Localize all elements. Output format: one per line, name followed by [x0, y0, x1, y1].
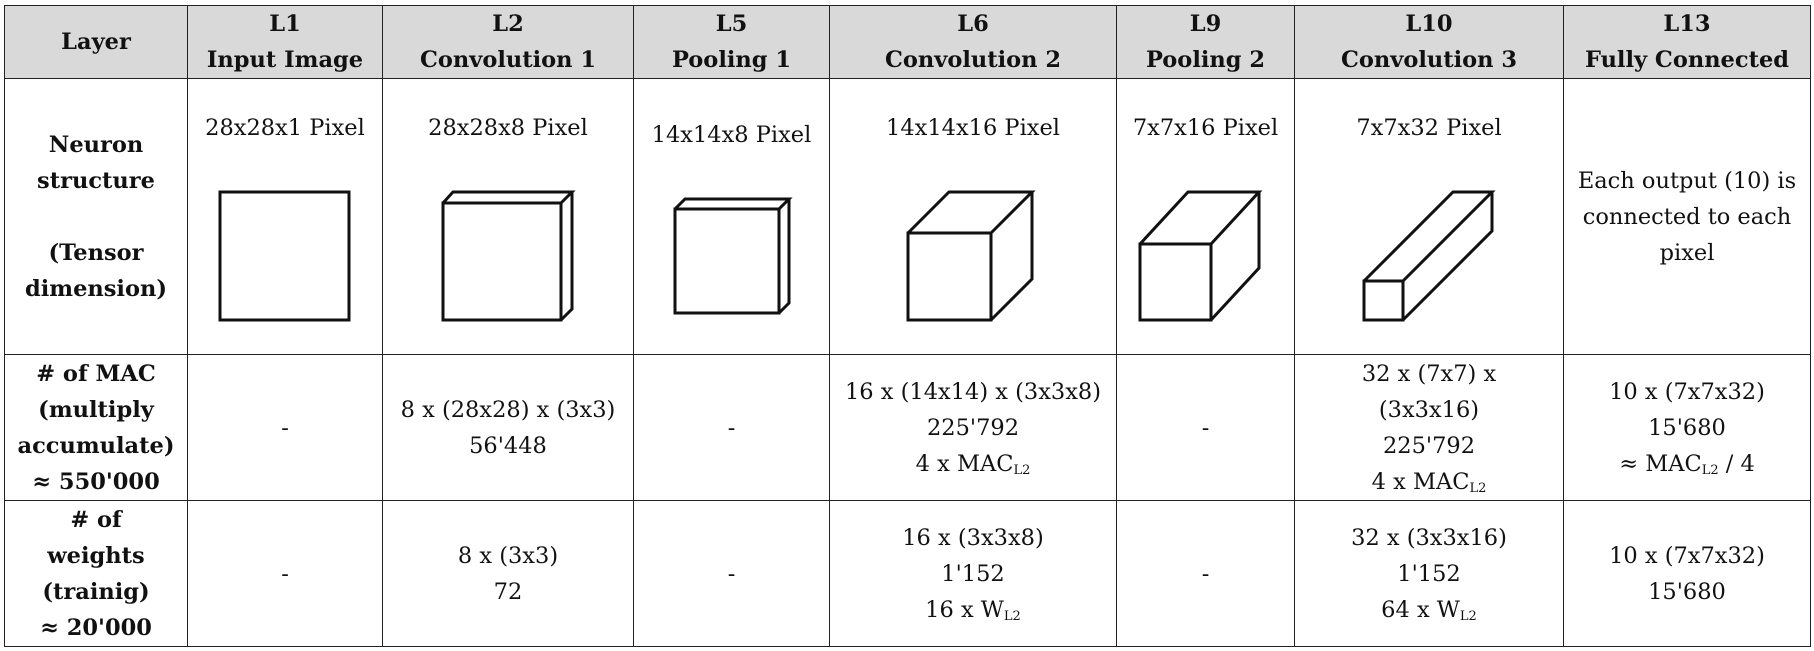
header-l1-name: Input Image [206, 47, 364, 73]
neuron-row-label: Neuron structure (Tensor dimension) [4, 78, 188, 355]
weights-cell-l5: - [633, 500, 830, 647]
neuron-structure-row: Neuron structure (Tensor dimension) 28x2… [4, 78, 1811, 355]
neuron-cell-l6: 14x14x16 Pixel [829, 78, 1117, 355]
tensor-dim-l9: 7x7x16 Pixel [1132, 115, 1279, 141]
header-l9-name: Pooling 2 [1145, 47, 1265, 73]
tensor-cube-l9 [1138, 190, 1263, 322]
mac-cell-l5: - [633, 354, 830, 501]
mac-cell-l6: 16 x (14x14) x (3x3x8) 225'792 4 x MACL2 [829, 354, 1117, 501]
tensor-dim-l6: 14x14x16 Pixel [886, 115, 1060, 141]
header-l13: L13 Fully Connected [1563, 5, 1811, 79]
header-l10-id: L10 [1405, 11, 1453, 37]
header-l13-id: L13 [1663, 11, 1711, 37]
fc-description-3: pixel [1659, 239, 1715, 266]
mac-cell-l13: 10 x (7x7x32) 15'680 ≈ MACL2 / 4 [1563, 354, 1811, 501]
tensor-dim-l1: 28x28x1 Pixel [205, 115, 365, 141]
mac-row-label: # of MAC (multiply accumulate) ≈ 550'000 [4, 354, 188, 501]
tensor-cube-l6 [906, 190, 1036, 322]
neuron-cell-l10: 7x7x32 Pixel [1294, 78, 1564, 355]
mac-cell-l2: 8 x (28x28) x (3x3) 56'448 [382, 354, 634, 501]
mac-cell-l10: 32 x (7x7) x (3x3x16) 225'792 4 x MACL2 [1294, 354, 1564, 501]
fc-description-1: Each output (10) is [1577, 167, 1797, 194]
neuron-cell-l5: 14x14x8 Pixel [633, 78, 830, 355]
header-l10: L10 Convolution 3 [1294, 5, 1564, 79]
neuron-cell-l2: 28x28x8 Pixel [382, 78, 634, 355]
weights-cell-l13: 10 x (7x7x32) 15'680 [1563, 500, 1811, 647]
weights-cell-l9: - [1116, 500, 1295, 647]
weights-cell-l2: 8 x (3x3) 72 [382, 500, 634, 647]
fc-description-2: connected to each [1582, 203, 1792, 230]
header-l2: L2 Convolution 1 [382, 5, 634, 79]
tensor-cube-l2 [441, 190, 576, 322]
header-l13-name: Fully Connected [1584, 47, 1790, 73]
header-l6-id: L6 [957, 11, 989, 37]
tensor-cube-l5 [673, 197, 793, 315]
weights-row-label: # of weights (trainig) ≈ 20'000 [4, 500, 188, 647]
header-l5-name: Pooling 1 [671, 47, 791, 73]
header-l6: L6 Convolution 2 [829, 5, 1117, 79]
tensor-dim-l5: 14x14x8 Pixel [651, 122, 812, 148]
tensor-dim-l10: 7x7x32 Pixel [1356, 115, 1502, 141]
header-l1-id: L1 [269, 11, 301, 37]
mac-cell-l9: - [1116, 354, 1295, 501]
header-l6-name: Convolution 2 [884, 47, 1062, 73]
header-l1: L1 Input Image [187, 5, 383, 79]
header-row: Layer L1 Input Image L2 Convolution 1 L5… [4, 5, 1811, 79]
cnn-layer-table: Layer L1 Input Image L2 Convolution 1 L5… [4, 5, 1811, 647]
header-l9-id: L9 [1189, 11, 1222, 37]
tensor-cube-l10 [1362, 190, 1496, 322]
weights-cell-l6: 16 x (3x3x8) 1'152 16 x WL2 [829, 500, 1117, 647]
weights-cell-l1: - [187, 500, 383, 647]
neuron-cell-l13: Each output (10) is connected to each pi… [1563, 78, 1811, 355]
mac-row: # of MAC (multiply accumulate) ≈ 550'000… [4, 354, 1811, 501]
header-l9: L9 Pooling 2 [1116, 5, 1295, 79]
tensor-square-l1 [218, 190, 351, 322]
neuron-cell-l9: 7x7x16 Pixel [1116, 78, 1295, 355]
weights-cell-l10: 32 x (3x3x16) 1'152 64 x WL2 [1294, 500, 1564, 647]
header-l2-id: L2 [492, 11, 524, 37]
header-layer: Layer [4, 5, 188, 79]
mac-cell-l1: - [187, 354, 383, 501]
header-l5-id: L5 [715, 11, 748, 37]
weights-row: # of weights (trainig) ≈ 20'000 - 8 x (3… [4, 500, 1811, 647]
header-l10-name: Convolution 3 [1340, 47, 1518, 73]
neuron-cell-l1: 28x28x1 Pixel [187, 78, 383, 355]
header-l5: L5 Pooling 1 [633, 5, 830, 79]
tensor-dim-l2: 28x28x8 Pixel [428, 115, 588, 141]
header-l2-name: Convolution 1 [419, 47, 597, 73]
